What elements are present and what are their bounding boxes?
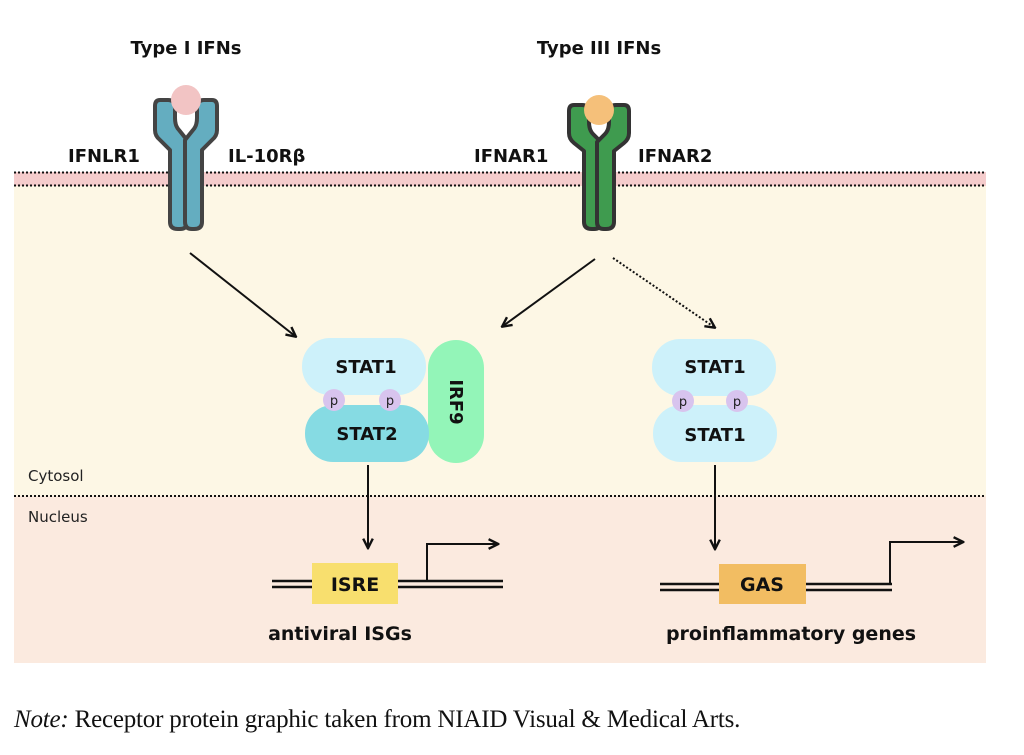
- type3-ifn-ligand: [584, 95, 614, 125]
- gas-element: [719, 564, 806, 604]
- irf9-label: IRF9: [445, 379, 466, 424]
- isgf3-complex: [302, 338, 484, 463]
- ifnar1-label: IFNAR1: [474, 146, 548, 167]
- type1-ifn-title: Type I IFNs: [131, 38, 242, 59]
- receptor-right-chain: [183, 98, 219, 231]
- arrow-left-receptor-to-isgf3: [189, 252, 295, 336]
- phospho-label: p: [733, 395, 741, 410]
- isre-element: [312, 563, 398, 604]
- isre-label: ISRE: [331, 574, 379, 596]
- note-text: Receptor protein graphic taken from NIAI…: [68, 706, 741, 733]
- phospho-site: [726, 390, 748, 412]
- isre-transcription-start-arrow: [426, 544, 497, 581]
- ifnar2-label: IFNAR2: [638, 146, 712, 167]
- figure-note: Note: Receptor protein graphic taken fro…: [14, 706, 740, 734]
- arrow-right-receptor-to-isgf3: [503, 258, 596, 326]
- gas-dna: [660, 542, 962, 604]
- stat2-protein: [305, 405, 429, 462]
- gas-label: GAS: [740, 574, 784, 596]
- ifnlr1-label: IFNLR1: [68, 146, 140, 167]
- membrane-band: [14, 172, 986, 186]
- gaf-stat1-top-label: STAT1: [684, 357, 745, 378]
- stat1-protein: [653, 405, 777, 462]
- type1-ifn-ligand: [171, 85, 201, 115]
- gas-transcription-start-arrow: [889, 542, 962, 584]
- note-prefix: Note:: [14, 706, 69, 733]
- arrow-right-receptor-to-gaf-dotted: [612, 257, 714, 327]
- phospho-label: p: [330, 394, 338, 409]
- phospho-label: p: [679, 395, 687, 410]
- cytosol-label: Cytosol: [28, 467, 84, 485]
- il10rb-label: IL-10Rβ: [228, 146, 306, 167]
- stat1-protein: [302, 338, 426, 395]
- gaf-complex: [652, 339, 777, 462]
- gaf-stat1-bottom-label: STAT1: [684, 425, 745, 446]
- antiviral-isgs-label: antiviral ISGs: [268, 623, 412, 645]
- proinflammatory-genes-label: proinflammatory genes: [666, 623, 916, 645]
- type3-ifn-title: Type III IFNs: [537, 38, 661, 59]
- phospho-label: p: [386, 394, 394, 409]
- ifnlr1-il10rb-receptor: [153, 85, 219, 231]
- nucleus-label: Nucleus: [28, 508, 88, 526]
- isre-dna: [272, 544, 503, 604]
- receptor-left-chain: [153, 98, 189, 231]
- nucleus-region: [14, 496, 986, 663]
- cytosol-region: [14, 186, 986, 496]
- ifn-signaling-diagram: Cytosol Nucleus Type I IFNs Type III IFN…: [14, 38, 986, 663]
- stat1-protein: [652, 339, 776, 396]
- isgf3-stat2-label: STAT2: [336, 424, 397, 445]
- irf9-protein: [428, 340, 484, 463]
- ifnar1-ifnar2-receptor: [567, 95, 631, 231]
- isgf3-stat1-label: STAT1: [335, 357, 396, 378]
- phospho-site: [672, 390, 694, 412]
- phospho-site: [379, 389, 401, 411]
- phospho-site: [323, 389, 345, 411]
